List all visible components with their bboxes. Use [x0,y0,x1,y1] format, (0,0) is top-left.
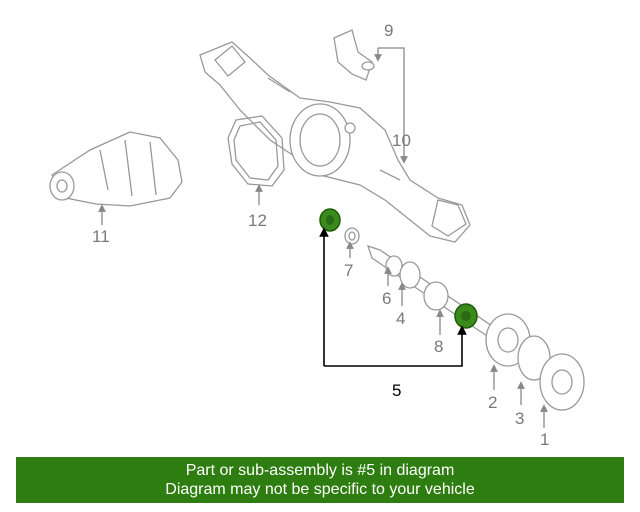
seal-part-7 [344,227,360,245]
banner-line-2: Diagram may not be specific to your vehi… [165,481,475,498]
differential-carrier [49,131,183,207]
breather-part [333,29,375,81]
callout-10[interactable]: 10 [392,131,411,150]
callout-9[interactable]: 9 [384,21,393,40]
disclaimer-banner: Part or sub-assembly is #5 in diagram Di… [16,457,624,503]
callout-7[interactable]: 7 [344,261,353,280]
callout-2[interactable]: 2 [488,393,497,412]
callout-5[interactable]: 5 [392,381,401,400]
callout-1[interactable]: 1 [540,430,549,449]
callout-4[interactable]: 4 [396,309,405,328]
callout-8[interactable]: 8 [434,337,443,356]
banner-line-1: Part or sub-assembly is #5 in diagram [185,462,455,479]
bearing-part-5-lower[interactable] [454,303,478,329]
callout-12[interactable]: 12 [248,211,267,230]
bearing-part-5-upper[interactable] [319,208,341,232]
leader-line-5 [319,227,467,367]
callout-11[interactable]: 11 [92,227,110,246]
axle-housing [199,41,471,243]
gasket-part [227,115,285,187]
callout-6[interactable]: 6 [382,289,391,308]
leader-lines [98,47,548,428]
callout-3[interactable]: 3 [515,409,524,428]
